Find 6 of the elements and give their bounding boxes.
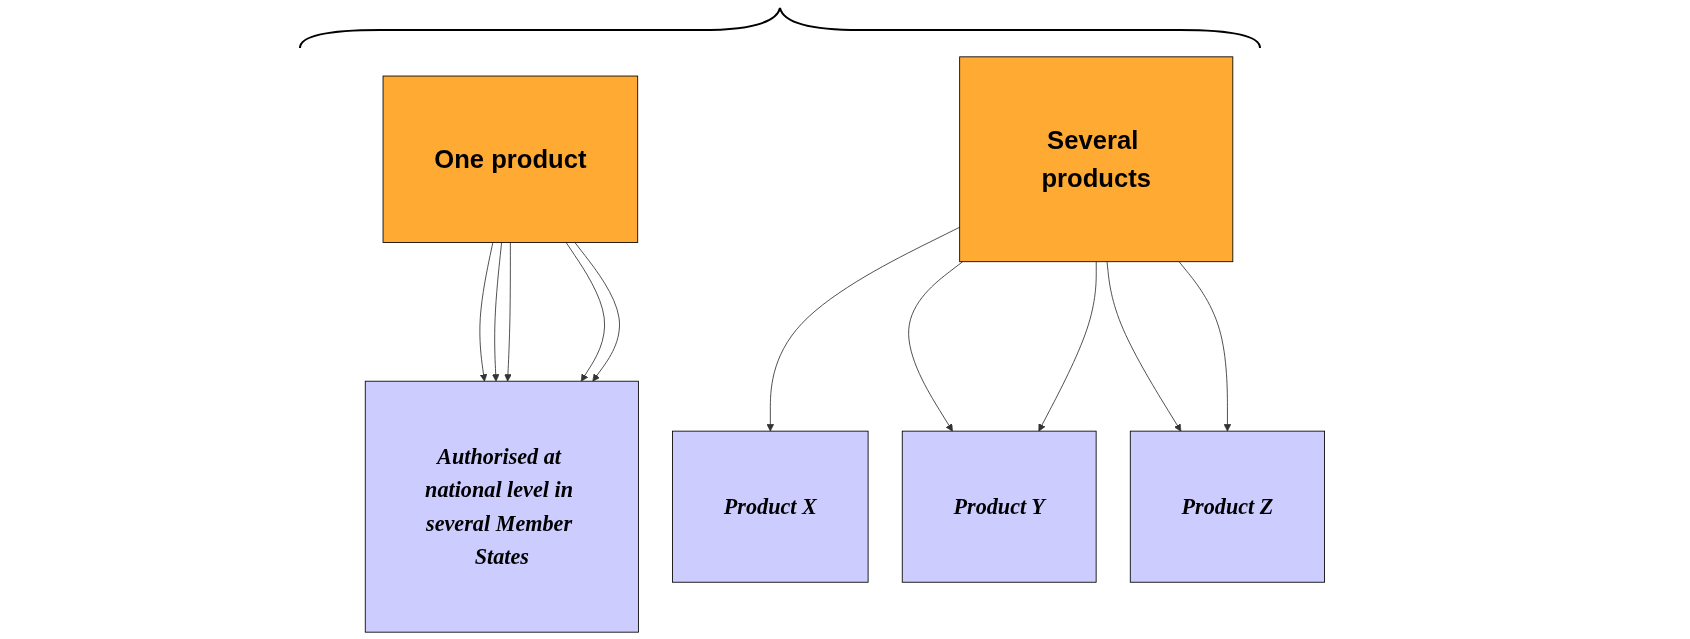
node-box: Product Y bbox=[901, 430, 1097, 583]
node-box: Several products bbox=[959, 56, 1234, 263]
node-box: Authorised at national level in several Member States bbox=[364, 380, 639, 633]
node-box: Product X bbox=[672, 430, 869, 583]
node-box: One product bbox=[382, 75, 639, 243]
node-box: Product Z bbox=[1129, 430, 1326, 583]
